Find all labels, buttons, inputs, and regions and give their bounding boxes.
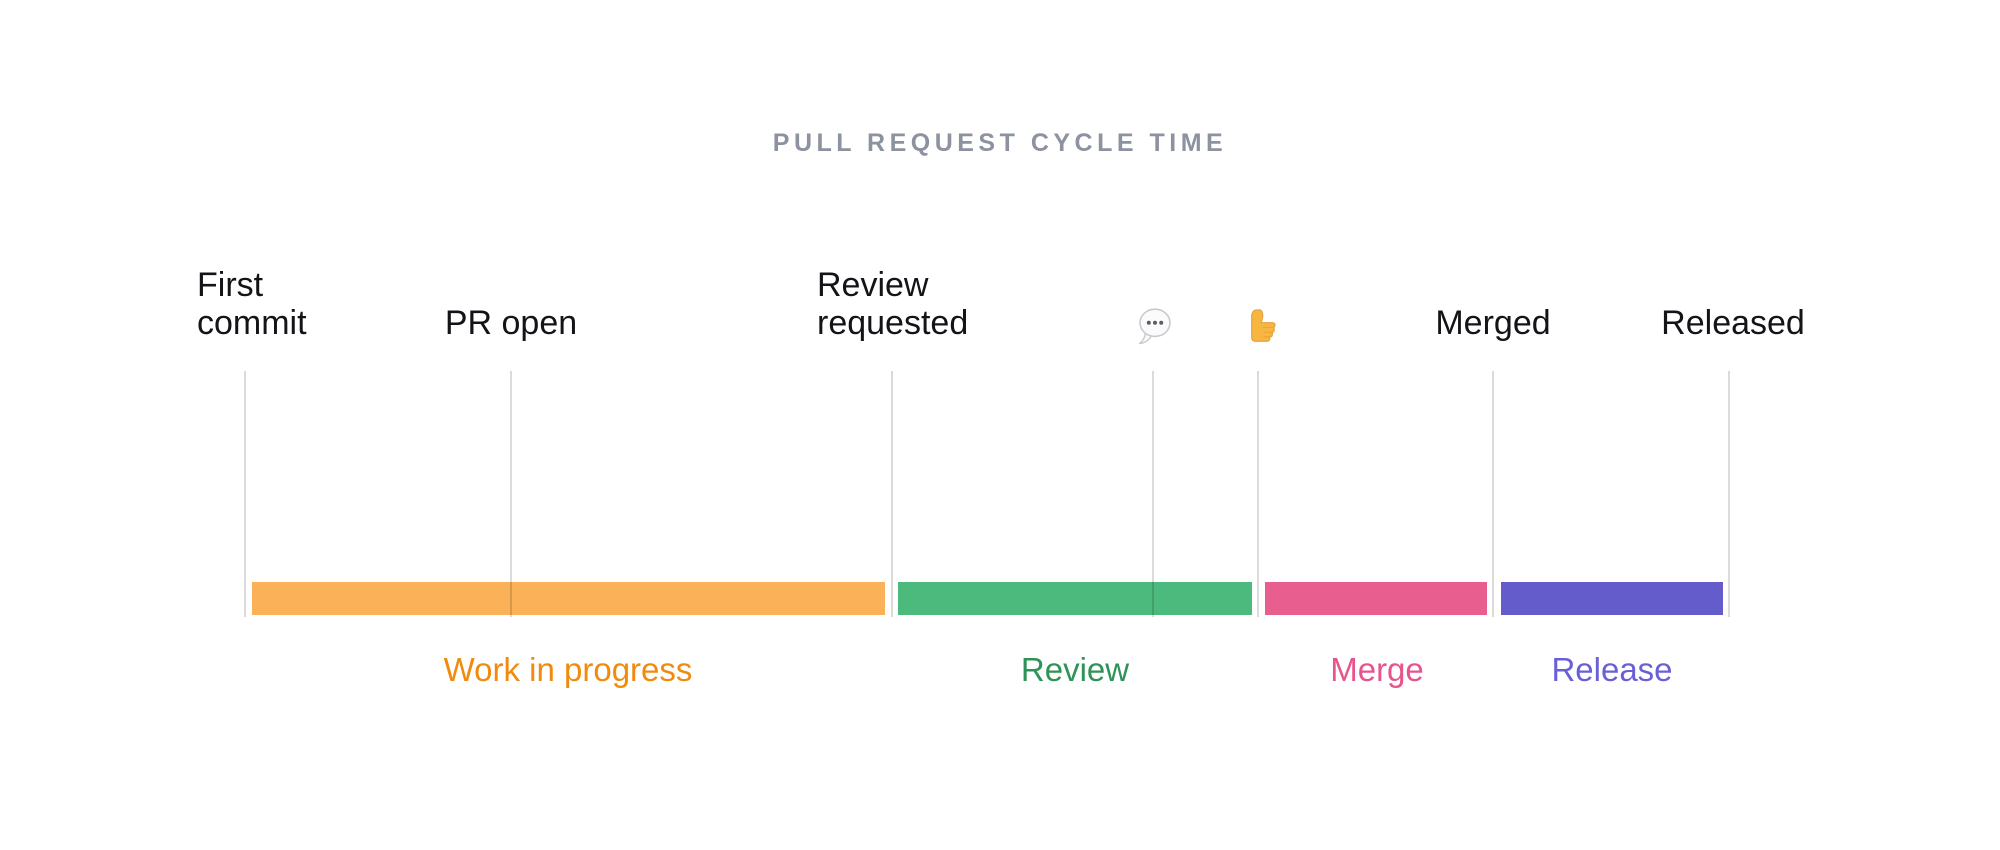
- milestone-label-line: First: [197, 266, 264, 304]
- milestone-label-merged: Merged: [1435, 304, 1551, 342]
- milestone-label-review-requested: Review requested: [817, 266, 968, 342]
- tick-first-commit: [244, 371, 246, 617]
- phase-bar-review: [898, 582, 1252, 615]
- tick-review-requested: [891, 371, 893, 617]
- thumbs-up-icon: [1240, 305, 1279, 351]
- tick-pr-open: [510, 371, 512, 617]
- speech-balloon-icon: [1135, 306, 1174, 355]
- milestone-label-released: Released: [1661, 304, 1805, 342]
- tick-review-comment: [1152, 371, 1154, 617]
- milestone-label-line: Review: [817, 266, 929, 304]
- phase-label-review: Review: [1020, 651, 1130, 688]
- diagram-title: PULL REQUEST CYCLE TIME: [772, 129, 1228, 157]
- tick-released: [1728, 371, 1730, 617]
- tick-merged: [1492, 371, 1494, 617]
- phase-label-work-in-progress: Work in progress: [443, 651, 693, 688]
- phase-label-merge: Merge: [1330, 651, 1424, 688]
- phase-bar-work-in-progress: [252, 582, 885, 615]
- tick-review-approval: [1257, 371, 1259, 617]
- milestone-label-line: requested: [817, 304, 969, 342]
- phase-bar-release: [1501, 582, 1723, 615]
- milestone-label-pr-open: PR open: [444, 304, 578, 342]
- phase-bar-merge: [1265, 582, 1487, 615]
- milestone-label-line: commit: [197, 304, 307, 342]
- phase-label-release: Release: [1551, 651, 1673, 688]
- milestone-label-first-commit: First commit: [197, 266, 307, 342]
